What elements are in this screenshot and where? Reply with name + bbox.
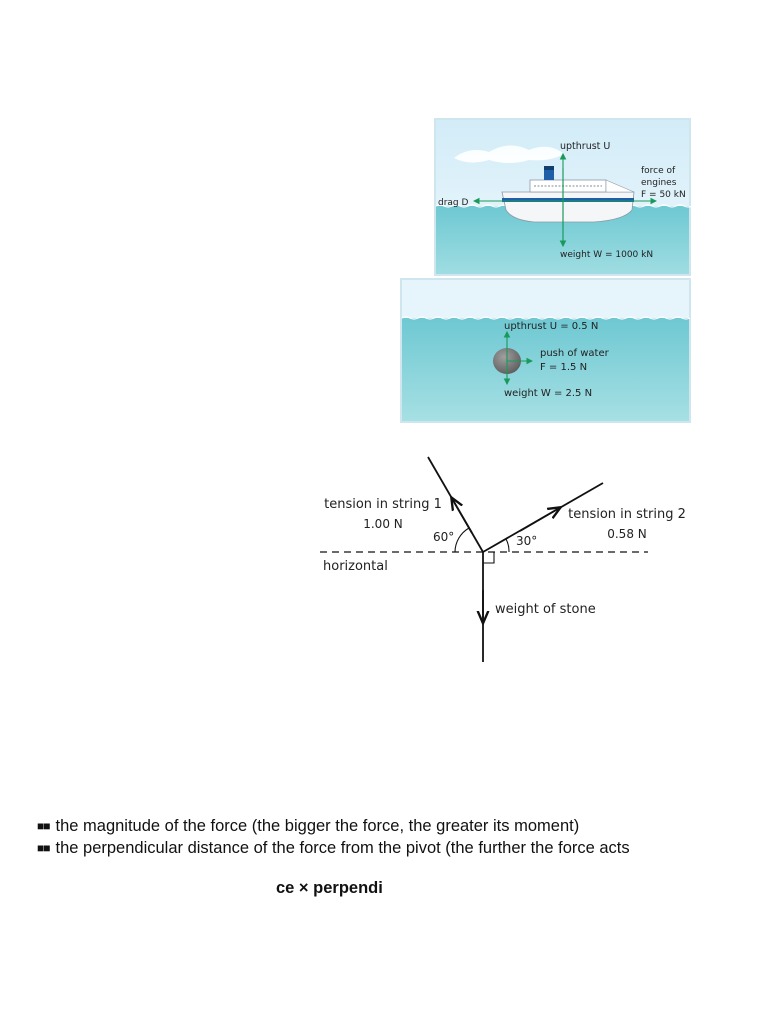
push-label-2: F = 1.5 N (540, 362, 587, 373)
upthrust-label: upthrust U (560, 141, 610, 152)
drag-label: drag D (438, 198, 469, 208)
string-1-label-2: 1.00 N (363, 517, 403, 531)
bullet-text-1: the magnitude of the force (the bigger t… (55, 817, 580, 835)
boat-funnel (544, 166, 554, 180)
weight-of-stone-label: weight of stone (495, 602, 596, 617)
engines-label-2: engines (641, 178, 677, 188)
boat-diagram: upthrust U force of engines F = 50 kN dr… (434, 118, 693, 276)
boat-weight-label: weight W = 1000 kN (560, 250, 653, 260)
right-angle-marker (483, 552, 495, 564)
stone-diagram: upthrust U = 0.5 N push of water F = 1.5… (400, 278, 691, 423)
stone-in-water-figure: upthrust U = 0.5 N push of water F = 1.5… (400, 278, 691, 423)
engines-label-1: force of (641, 166, 676, 176)
boat-stripe (502, 198, 634, 202)
horizontal-label: horizontal (323, 559, 388, 574)
engines-label-3: F = 50 kN (641, 190, 686, 200)
bullet-symbol: ■■ (37, 819, 50, 833)
formula-fragment: ce × perpendi (276, 879, 383, 897)
angle-60-label: 60° (433, 530, 454, 544)
string-1-arrow (454, 502, 473, 534)
angle-30-label: 30° (516, 534, 537, 548)
bullet-item-1: ■■ the magnitude of the force (the bigger… (37, 815, 757, 837)
stone-wave-line (401, 316, 691, 320)
bullet-text-2: the perpendicular distance of the force … (55, 839, 630, 857)
string-2-label-1: tension in string 2 (568, 507, 686, 522)
stone-weight-label: weight W = 2.5 N (504, 388, 592, 399)
smoke-cloud (454, 145, 564, 163)
stone-water (402, 318, 689, 421)
boat-hull (501, 191, 635, 223)
stone-upthrust-label: upthrust U = 0.5 N (504, 321, 598, 332)
tension-strings-figure: tension in string 1 1.00 N tension in st… (310, 450, 700, 665)
bullet-symbol: ■■ (37, 841, 50, 855)
bullet-item-2: ■■ the perpendicular distance of the forc… (37, 837, 757, 859)
bullet-list: ■■ the magnitude of the force (the bigger… (37, 815, 757, 859)
angle-arc-30 (505, 538, 510, 553)
boat-bow-deck (605, 179, 635, 193)
angle-arc-60 (454, 527, 470, 553)
string-2-arrow (519, 510, 556, 532)
boat-forces-figure: upthrust U force of engines F = 50 kN dr… (434, 118, 693, 276)
push-label-1: push of water (540, 348, 610, 359)
string-2-label-2: 0.58 N (607, 527, 647, 541)
tension-diagram: tension in string 1 1.00 N tension in st… (320, 456, 686, 662)
string-1-label-1: tension in string 1 (324, 497, 442, 512)
